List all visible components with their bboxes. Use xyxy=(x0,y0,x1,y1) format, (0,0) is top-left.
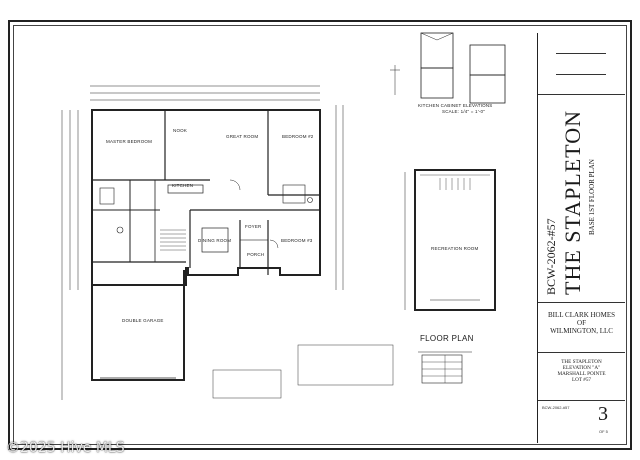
plan-detail-line-1: THE STAPLETON xyxy=(561,359,602,365)
kitchen-elevations-label: KITCHEN CABINET ELEVATIONS xyxy=(418,103,493,108)
room-bedroom-2: BEDROOM #2 xyxy=(282,134,314,139)
room-porch: PORCH xyxy=(247,252,265,257)
plan-detail-line-3: MARSHALL POINTE xyxy=(557,371,606,377)
title-block-logo-cell xyxy=(538,33,625,95)
title-block-plan-detail-cell: THE STAPLETON ELEVATION "A" MARSHALL POI… xyxy=(538,353,625,401)
room-foyer: FOYER xyxy=(245,224,262,229)
room-dining-room: DINING ROOM xyxy=(198,238,232,243)
sheet-inner-border xyxy=(13,25,627,445)
project-code-vertical: BCW-2062-#57 xyxy=(544,218,558,295)
room-great-room: GREAT ROOM xyxy=(226,134,259,139)
sheet-code: BCW-2062-#57 xyxy=(542,405,570,410)
room-master-bedroom: MASTER BEDROOM xyxy=(106,139,153,144)
plan-detail-line-2: ELEVATION "A" xyxy=(562,365,601,371)
title-block-name-cell: BCW-2062-#57 THE STAPLETON BASE 1ST FLOO… xyxy=(538,95,625,303)
room-double-garage: DOUBLE GARAGE xyxy=(122,318,164,323)
sheet-total: OF 5 xyxy=(599,429,608,434)
title-block-sheet-cell: BCW-2062-#57 3 OF 5 xyxy=(538,401,625,441)
title-block-builder-cell: BILL CLARK HOMES OF WILMINGTON, LLC xyxy=(538,303,625,353)
builder-line-1: BILL CLARK HOMES xyxy=(547,311,616,319)
floor-plan-label: FLOOR PLAN xyxy=(420,334,474,343)
watermark: ©2025 Hive MLS xyxy=(6,440,125,456)
room-recreation-room: RECREATION ROOM xyxy=(431,246,479,251)
plan-detail-line-4: LOT #57 xyxy=(571,377,592,383)
room-kitchen: KITCHEN xyxy=(172,183,194,188)
builder-line-3: WILMINGTON, LLC xyxy=(550,327,613,335)
kitchen-elevations-scale: SCALE: 1/4" = 1'-0" xyxy=(442,109,485,114)
builder-line-2: OF xyxy=(577,319,586,327)
room-bedroom-3: BEDROOM #3 xyxy=(281,238,313,243)
title-block: BCW-2062-#57 THE STAPLETON BASE 1ST FLOO… xyxy=(537,33,625,443)
sheet-number: 3 xyxy=(598,403,608,425)
builder-logo xyxy=(556,53,606,75)
plan-name-vertical: THE STAPLETON xyxy=(560,110,585,295)
room-nook: NOOK xyxy=(173,128,188,133)
sheet-description-vertical: BASE 1ST FLOOR PLAN xyxy=(588,159,596,235)
